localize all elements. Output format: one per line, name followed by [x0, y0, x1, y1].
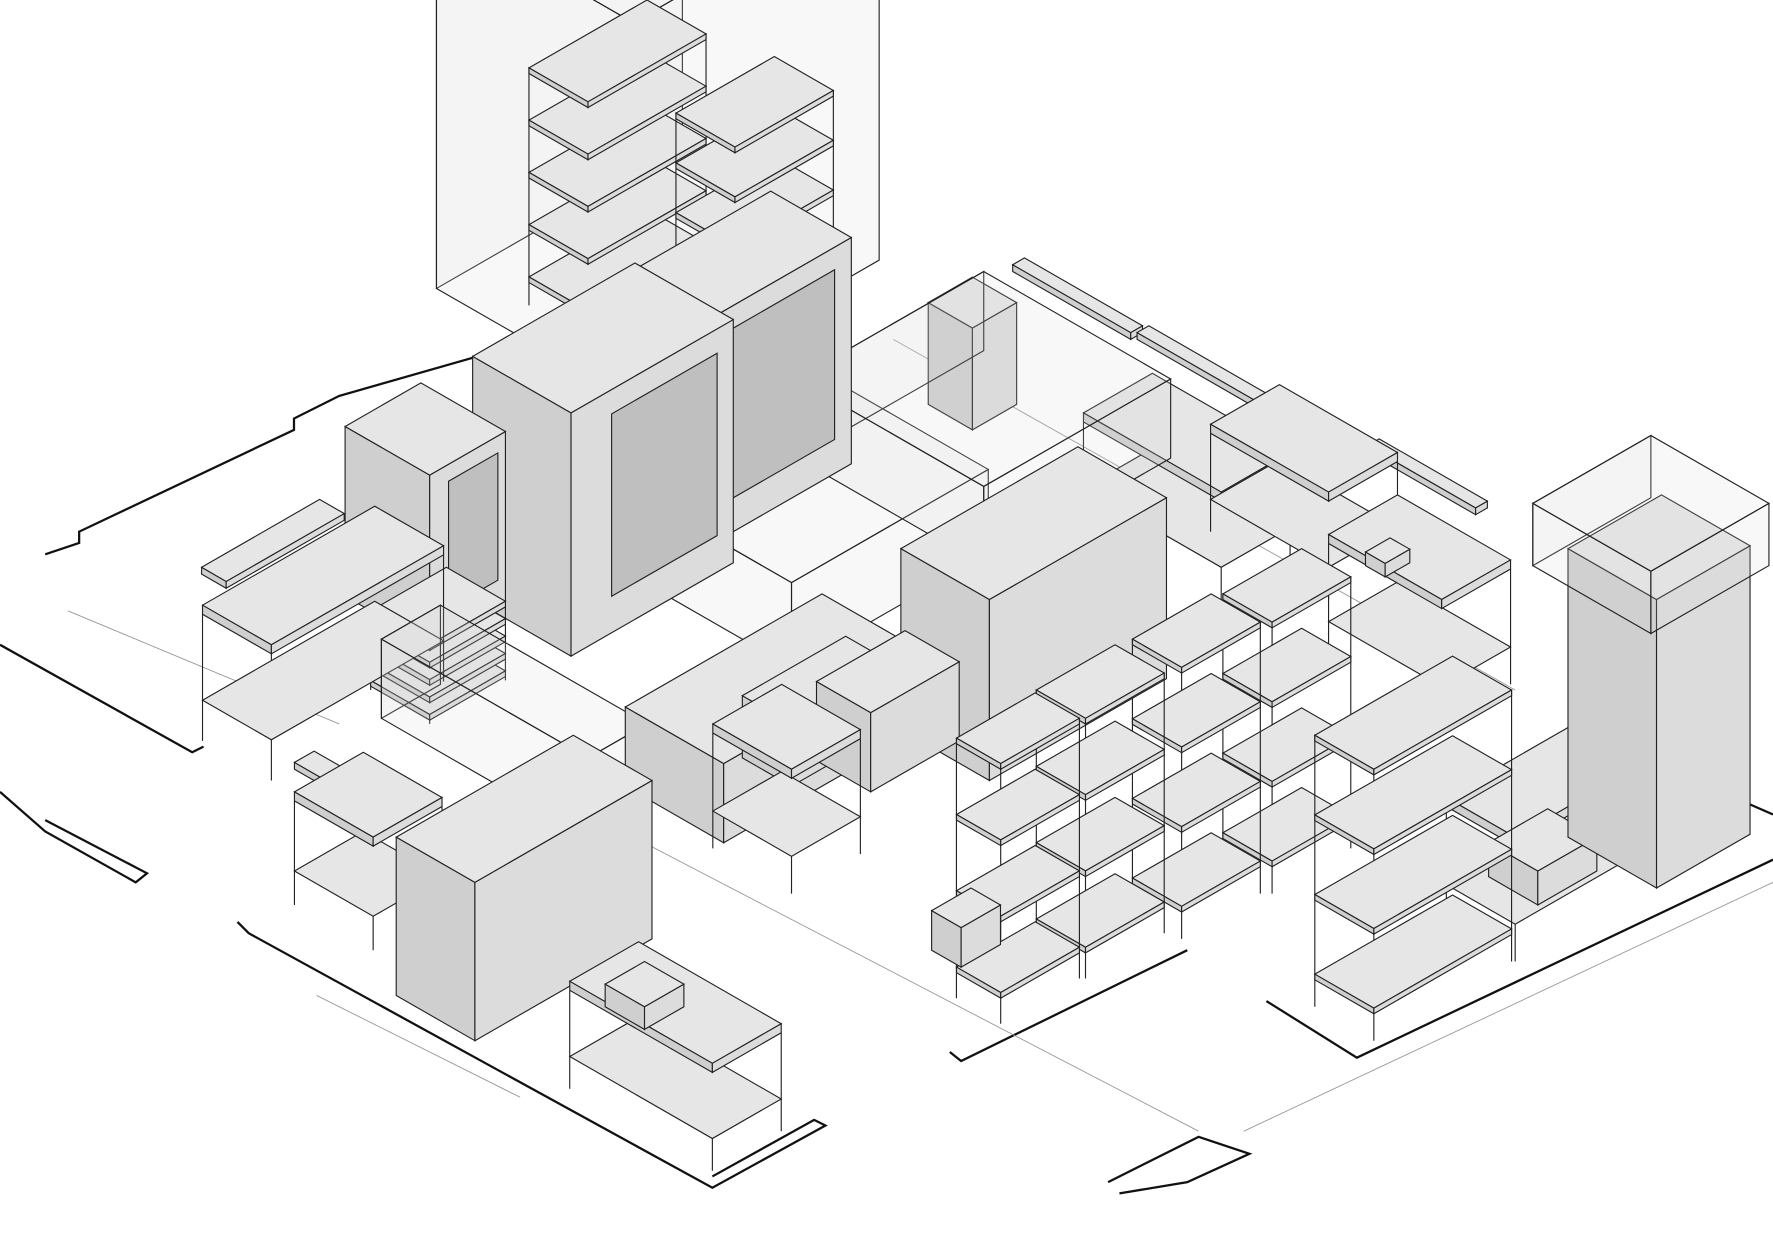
shelf-edge: [1084, 901, 1165, 954]
shelf-edge: [1373, 848, 1513, 936]
kitchen-equipment: [200, 0, 1771, 1171]
table-top-edge: [1328, 451, 1399, 503]
top-face: [395, 734, 654, 883]
shelf-edge: [1373, 768, 1513, 856]
shelf-edge: [1000, 946, 1080, 1000]
shelf-edge: [429, 617, 507, 669]
griddle-unit: [815, 629, 961, 793]
wall-shelf: [1011, 257, 1144, 341]
shelf-edge: [429, 652, 507, 704]
table-undershelf: [711, 770, 862, 857]
shelf-edge: [1271, 655, 1352, 709]
top-face: [1011, 257, 1144, 334]
wall-outline-right-inner: [1746, 802, 1773, 816]
shelf-edge: [1181, 860, 1261, 913]
wall-outline-mid: [949, 949, 1188, 1063]
shelf-edge: [587, 137, 707, 213]
table-top-edge: [1441, 558, 1512, 610]
floor-line: [1243, 881, 1773, 1132]
top-face: [1364, 537, 1411, 564]
wall-shelf-left: [200, 498, 346, 590]
table-top-edge: [372, 796, 443, 848]
shelf-edge: [1373, 689, 1513, 776]
top-face: [1531, 434, 1771, 572]
shelving-unit: [1221, 547, 1352, 894]
shelf-edge: [734, 139, 834, 204]
weighing-scale: [1364, 537, 1411, 578]
work-table-mid: [711, 683, 862, 894]
shelf-edge: [1084, 824, 1165, 878]
top-face: [927, 276, 1018, 329]
rear-counter-with-scale: [1327, 494, 1512, 724]
top-face: [815, 629, 961, 714]
combi-oven-large: [471, 262, 735, 658]
table-top-edge: [711, 1022, 782, 1074]
shelf-edge: [734, 89, 834, 154]
table-top-edge: [270, 544, 445, 655]
shelf-edge: [1373, 927, 1513, 1015]
table-undershelf: [568, 1016, 783, 1140]
shelf-edge: [1084, 672, 1165, 725]
table-undershelf: [201, 600, 445, 741]
shelf-edge: [1181, 621, 1261, 675]
shelf-edge: [587, 85, 707, 161]
tilting-kettle-pair: [395, 734, 654, 1042]
shelf-edge: [1181, 700, 1261, 754]
shelf-edge: [1084, 748, 1165, 802]
hand-wash-basin: [930, 887, 1002, 969]
shelf-edge: [1271, 575, 1352, 629]
top-face: [795, 270, 1172, 488]
oven-door-window: [611, 352, 718, 598]
shelf-edge: [1181, 780, 1261, 834]
shelving-unit-right: [1313, 655, 1513, 1041]
shelving-unit: [1035, 644, 1166, 979]
table-undershelf: [1327, 581, 1512, 688]
floor-line: [316, 995, 521, 1098]
wall-outline-left: [44, 349, 498, 556]
wall-outline-right: [1265, 858, 1773, 1059]
top-face: [899, 446, 1168, 601]
top-face: [604, 960, 686, 1008]
top-face: [343, 382, 507, 476]
wall-outline-left-outer: [0, 643, 205, 754]
top-face: [200, 498, 346, 583]
prep-table-left: [201, 505, 445, 781]
top-face: [471, 262, 735, 414]
top-face: [930, 887, 1002, 929]
shelf-edge: [1000, 793, 1080, 847]
wall-outline-lower-left: [0, 790, 150, 884]
tall-refrigerator: [1566, 494, 1752, 889]
top-face: [1566, 494, 1752, 601]
floor-line: [633, 836, 1199, 1132]
sink-basin-lower: [604, 960, 686, 1031]
shelf-edge: [429, 669, 507, 722]
shelf-edge: [1000, 717, 1080, 771]
sink-table-lower: [568, 941, 783, 1171]
table-top-edge: [790, 728, 861, 780]
shelf-edge: [587, 32, 707, 109]
wall-outline-bottom-right: [1107, 1135, 1253, 1195]
hood-over-refrigerator: [1531, 434, 1771, 635]
shelf-edge: [429, 635, 507, 687]
wall-outline-bottom: [236, 921, 828, 1190]
